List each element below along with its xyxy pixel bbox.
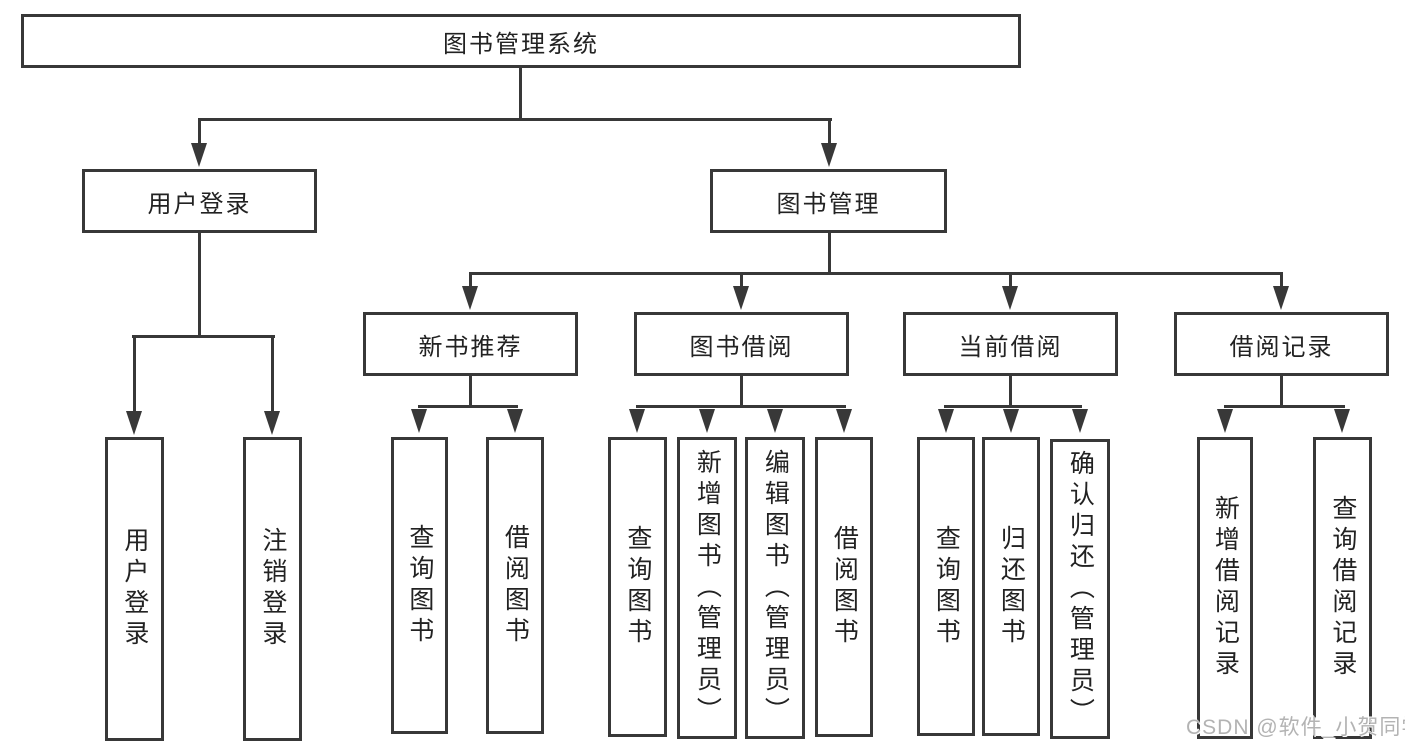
node-book-borrow-label: 图书借阅 [689,333,794,361]
connector-groupA-down [469,376,472,405]
arrow-down-icon [767,409,783,433]
node-leaf-edit-books-admin: 编辑图书（管理员） [745,437,805,739]
node-user-login-label: 用户登录 [147,190,252,218]
connector-groupD-down [1280,376,1283,405]
node-leaf-add-borrow-record: 新增借阅记录 [1197,437,1253,739]
connector-level3-stem [1009,272,1012,288]
connector-groupC-bar [944,405,1082,408]
leaf-label: 查询借阅记录 [1328,495,1357,681]
connector-groupA-bar [418,405,518,408]
watermark-text: CSDN @软件_小贺同学 [1186,716,1405,739]
leaf-label: 查询图书 [932,524,961,649]
node-book-borrow: 图书借阅 [634,312,849,376]
connector-level2-bar [198,118,832,121]
node-new-book-recommend: 新书推荐 [363,312,578,376]
node-leaf-query-books-c: 查询图书 [917,437,975,736]
leaf-label: 新增图书（管理员） [693,448,722,728]
node-leaf-logout: 注销登录 [243,437,302,741]
node-book-management-label: 图书管理 [776,190,881,218]
node-user-login: 用户登录 [82,169,317,233]
node-leaf-borrow-books-b: 借阅图书 [815,437,873,737]
leaf-label: 确认归还（管理员） [1066,449,1095,729]
arrow-down-icon [733,286,749,310]
arrow-down-icon [411,409,427,433]
arrow-down-icon [462,286,478,310]
connector-book-mgmt-down [828,233,831,272]
connector-level3-stem [740,272,743,288]
leaf-label: 用户登录 [120,527,149,651]
node-book-management: 图书管理 [710,169,947,233]
connector-groupD-bar [1224,405,1345,408]
connector-user-login-bar [132,335,275,338]
leaf-label: 查询图书 [405,523,434,648]
arrow-down-icon [264,411,280,435]
arrow-down-icon [629,409,645,433]
connector-root-stem [519,68,522,118]
connector-book-mgmt-stem [828,118,831,150]
leaf-label: 借阅图书 [830,525,859,649]
node-borrow-records: 借阅记录 [1174,312,1389,376]
node-leaf-add-books-admin: 新增图书（管理员） [677,437,737,739]
node-leaf-query-borrow-record: 查询借阅记录 [1313,437,1372,739]
node-leaf-user-login: 用户登录 [105,437,164,741]
arrow-down-icon [191,143,207,167]
leaf-label: 借阅图书 [501,523,530,648]
connector-level3-stem [469,272,472,288]
arrow-down-icon [1002,286,1018,310]
connector-groupB-down [740,376,743,405]
node-leaf-confirm-return-admin: 确认归还（管理员） [1050,439,1110,739]
node-leaf-query-books-a: 查询图书 [391,437,448,734]
connector-user-login-down [198,233,201,335]
arrow-down-icon [126,411,142,435]
node-borrow-records-label: 借阅记录 [1229,333,1334,361]
node-root-label: 图书管理系统 [443,30,599,58]
connector-leaf-stem [133,335,136,413]
connector-level3-bar [469,272,1283,275]
leaf-label: 归还图书 [997,524,1026,649]
node-current-borrow-label: 当前借阅 [958,333,1063,361]
arrow-down-icon [836,409,852,433]
arrow-down-icon [1003,409,1019,433]
connector-groupB-bar [636,405,846,408]
node-root: 图书管理系统 [21,14,1021,68]
arrow-down-icon [699,409,715,433]
connector-leaf-stem [271,335,274,413]
arrow-down-icon [1334,409,1350,433]
node-new-book-recommend-label: 新书推荐 [418,333,523,361]
node-leaf-borrow-books-a: 借阅图书 [486,437,544,734]
connector-groupC-down [1009,376,1012,405]
connector-user-login-stem [198,118,201,150]
arrow-down-icon [1217,409,1233,433]
arrow-down-icon [1273,286,1289,310]
node-leaf-query-books-b: 查询图书 [608,437,667,737]
arrow-down-icon [821,143,837,167]
leaf-label: 新增借阅记录 [1211,495,1240,681]
arrow-down-icon [938,409,954,433]
connector-level3-stem [1280,272,1283,288]
node-leaf-return-books: 归还图书 [982,437,1040,736]
arrow-down-icon [507,409,523,433]
arrow-down-icon [1072,409,1088,433]
leaf-label: 编辑图书（管理员） [761,448,790,728]
leaf-label: 查询图书 [623,525,652,649]
node-current-borrow: 当前借阅 [903,312,1118,376]
leaf-label: 注销登录 [258,527,287,651]
